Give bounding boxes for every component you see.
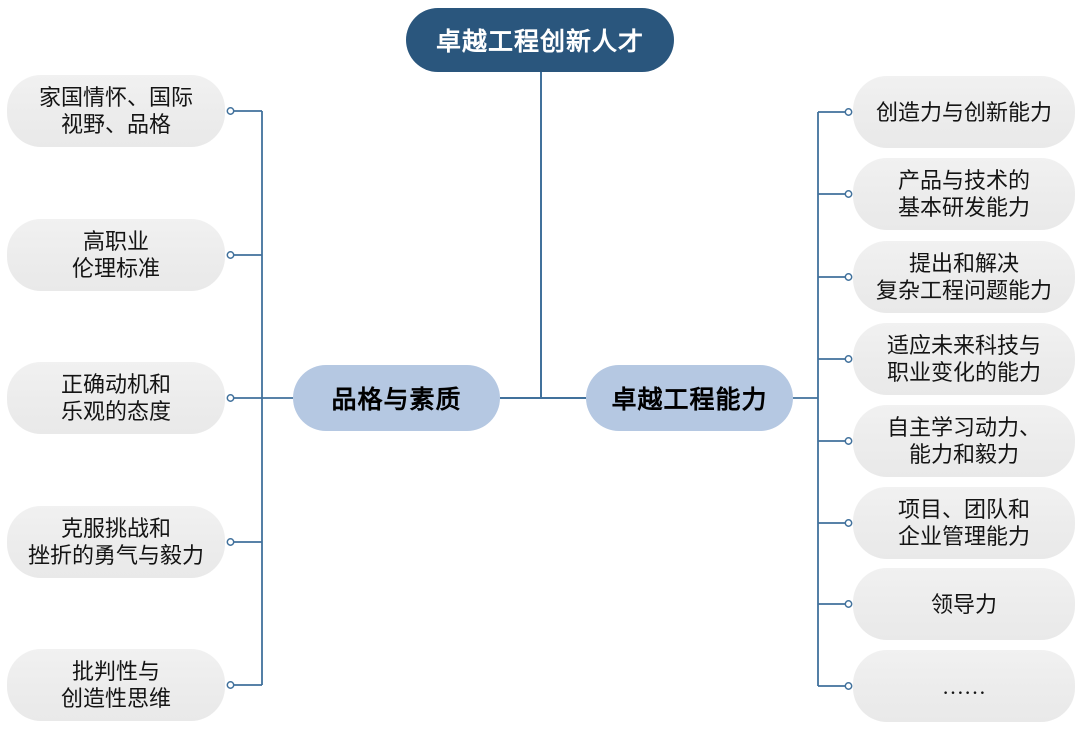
leaf-node-label: 领导力 (930, 591, 997, 617)
leaf-node-label: …… (942, 673, 986, 699)
branch-node-label: 卓越工程能力 (611, 386, 768, 414)
branch-node-label: 品格与素质 (331, 386, 462, 414)
leaf-node-label: 基本研发能力 (897, 195, 1030, 220)
leaf-node-label: 适应未来科技与 (886, 333, 1041, 358)
leaf-node-label: 复杂工程问题能力 (875, 278, 1052, 303)
leaf-node[interactable]: 提出和解决复杂工程问题能力 (853, 241, 1075, 313)
leaf-node-label: 批判性与 (71, 659, 160, 684)
leaf-node[interactable]: 创造力与创新能力 (853, 76, 1075, 148)
leaf-node[interactable]: …… (853, 650, 1075, 722)
leaf-node[interactable]: 产品与技术的基本研发能力 (853, 158, 1075, 230)
leaf-node-label: 伦理标准 (71, 256, 160, 281)
leaf-node[interactable]: 家国情怀、国际视野、品格 (7, 75, 225, 147)
leaf-node-label: 提出和解决 (908, 251, 1019, 276)
connector-endpoint-circle (226, 251, 235, 259)
leaf-node[interactable]: 自主学习动力、能力和毅力 (853, 405, 1075, 477)
connector-endpoint-circle (844, 355, 853, 363)
leaf-node-label: 产品与技术的 (897, 168, 1030, 193)
branch-node-character-quality[interactable]: 品格与素质 (293, 365, 500, 431)
leaf-node-label: 创造力与创新能力 (875, 99, 1052, 125)
leaf-node-label: 克服挑战和 (60, 516, 171, 541)
connector-endpoint-circle (844, 682, 853, 690)
leaf-node-label: 职业变化的能力 (886, 360, 1041, 385)
leaf-node-label: 创造性思维 (60, 686, 171, 711)
leaf-node[interactable]: 领导力 (853, 568, 1075, 640)
connector-endpoint-circle (844, 519, 853, 527)
leaf-node-label: 企业管理能力 (897, 524, 1030, 549)
connector-endpoint-circle (226, 107, 235, 115)
leaf-node-label: 自主学习动力、 (886, 415, 1041, 440)
connector-endpoint-circle (226, 538, 235, 546)
connector-endpoint-circle (844, 108, 853, 116)
connector-endpoint-circle (844, 437, 853, 445)
leaf-node[interactable]: 克服挑战和挫折的勇气与毅力 (7, 506, 225, 578)
leaf-node-label: 乐观的态度 (60, 399, 171, 424)
connector-endpoint-circle (226, 681, 235, 689)
root-node-label: 卓越工程创新人才 (435, 28, 644, 56)
leaf-node-label: 能力和毅力 (908, 442, 1019, 467)
leaf-node[interactable]: 正确动机和乐观的态度 (7, 362, 225, 434)
leaf-node-label: 挫折的勇气与毅力 (27, 543, 204, 568)
connector-endpoint-circle (844, 600, 853, 608)
leaf-node-label: 高职业 (82, 229, 149, 254)
leaf-node[interactable]: 项目、团队和企业管理能力 (853, 487, 1075, 559)
branch-node-engineering-ability[interactable]: 卓越工程能力 (586, 365, 793, 431)
root-node[interactable]: 卓越工程创新人才 (406, 8, 674, 72)
leaf-node-label: 视野、品格 (60, 112, 171, 137)
leaf-node-label: 项目、团队和 (897, 497, 1030, 522)
leaf-node[interactable]: 适应未来科技与职业变化的能力 (853, 323, 1075, 395)
leaf-node[interactable]: 批判性与创造性思维 (7, 649, 225, 721)
leaf-node-label: 家国情怀、国际 (38, 85, 193, 110)
leaf-node[interactable]: 高职业伦理标准 (7, 219, 225, 291)
connector-endpoint-circle (844, 273, 853, 281)
connector-endpoint-circle (226, 394, 235, 402)
connector-endpoint-circle (844, 190, 853, 198)
leaf-node-label: 正确动机和 (60, 372, 171, 397)
